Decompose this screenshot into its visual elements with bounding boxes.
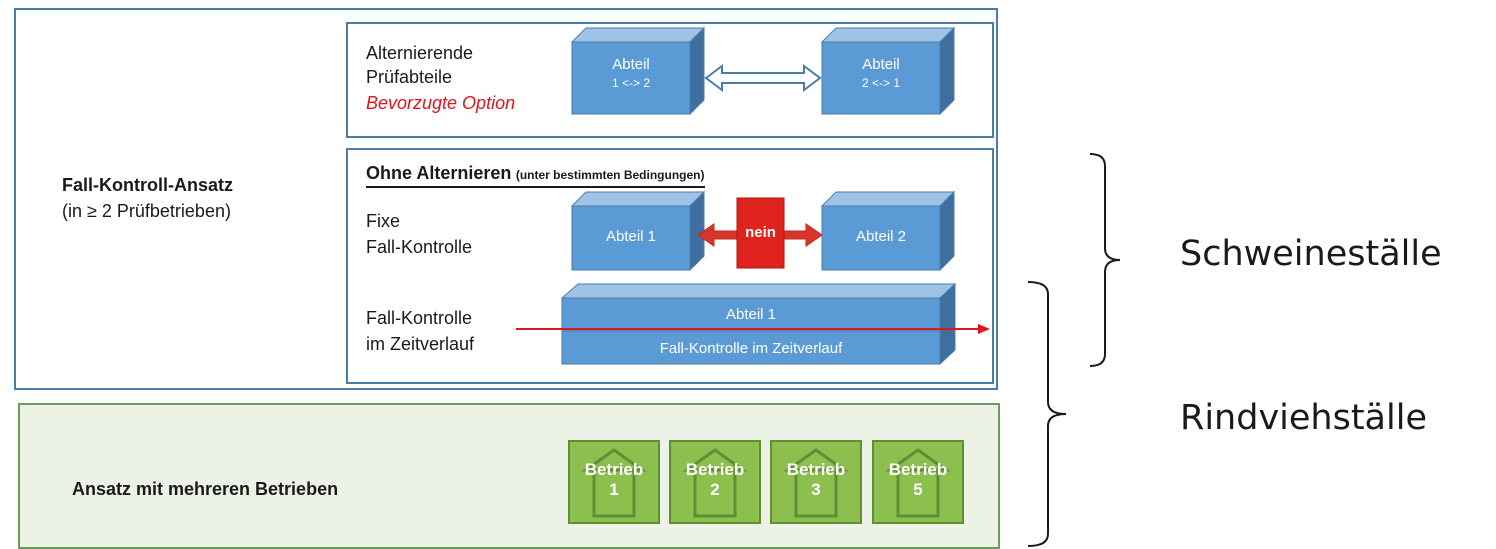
abteil-cube-right-fixed	[820, 190, 956, 272]
no-alternating-heading: Ohne Alternieren (unter bestimmten Bedin…	[366, 162, 705, 188]
abteil-left-alt-label: Abteil 1 <-> 2	[572, 56, 690, 92]
farm-box-1: Betrieb 1	[568, 440, 660, 524]
wide-box-top-label: Abteil 1	[725, 306, 777, 323]
no-alternating-heading-note: (unter bestimmten Bedingungen)	[515, 168, 705, 182]
wide-abteil-box	[560, 282, 957, 366]
bracket-cattle	[1027, 281, 1067, 547]
abteil-2-fixed-label: Abteil 2	[855, 228, 907, 245]
case-control-subtitle: (in ≥ 2 Prüfbetrieben)	[62, 201, 231, 221]
timeline-arrow	[516, 324, 990, 334]
abteil-left-alt-line2: 1 <-> 2	[611, 76, 651, 90]
cattle-label: Rindviehställe	[1180, 398, 1427, 438]
farm-label: Betrieb	[584, 460, 644, 479]
farm-box-5: Betrieb 5	[872, 440, 964, 524]
abteil-right-alt-label: Abteil 2 <-> 1	[822, 56, 940, 92]
farm-number: 3	[811, 480, 821, 499]
farm-house-icon	[872, 440, 964, 524]
farm-house-icon	[770, 440, 862, 524]
fixed-label-line2: Fall-Kontrolle	[366, 237, 473, 257]
case-control-title: Fall-Kontroll-Ansatz	[62, 175, 233, 195]
farm-house-icon	[568, 440, 660, 524]
abteil-right-alt-line1: Abteil	[862, 56, 900, 73]
farm-box-2: Betrieb 2	[669, 440, 761, 524]
time-label-line2: im Zeitverlauf	[366, 334, 475, 354]
abteil-left-alt-line1: Abteil	[612, 56, 650, 73]
fixed-label-line1: Fixe	[366, 211, 401, 231]
abteil-right-alt-line2: 2 <-> 1	[861, 76, 901, 90]
farm-label: Betrieb	[888, 460, 948, 479]
bracket-pigs	[1089, 153, 1121, 367]
no-alternating-heading-text: Ohne Alternieren	[366, 163, 512, 183]
farm-label: Betrieb	[786, 460, 846, 479]
abteil-cube-left-fixed	[570, 190, 706, 272]
alternating-label-line2: Prüfabteile	[366, 67, 453, 87]
farm-label: Betrieb	[685, 460, 745, 479]
alternating-label-line1: Alternierende	[366, 43, 474, 63]
pigs-label: Schweineställe	[1180, 234, 1442, 274]
farm-number: 5	[913, 480, 923, 499]
nein-box	[736, 197, 785, 269]
multi-farm-title: Ansatz mit mehreren Betrieben	[72, 479, 339, 499]
farm-house-icon	[669, 440, 761, 524]
wide-box-bottom-label: Fall-Kontrolle im Zeitverlauf	[659, 340, 843, 357]
farm-number: 2	[710, 480, 720, 499]
farm-number: 1	[609, 480, 619, 499]
preferred-option-label: Bevorzugte Option	[366, 93, 516, 113]
abteil-cube-right-alt	[820, 26, 956, 116]
abteil-1-fixed-label: Abteil 1	[605, 228, 657, 245]
nein-label: nein	[745, 224, 776, 241]
farm-box-3: Betrieb 3	[770, 440, 862, 524]
double-arrow-blue	[704, 64, 822, 92]
abteil-cube-left-alt	[570, 26, 706, 116]
time-label-line1: Fall-Kontrolle	[366, 308, 473, 328]
